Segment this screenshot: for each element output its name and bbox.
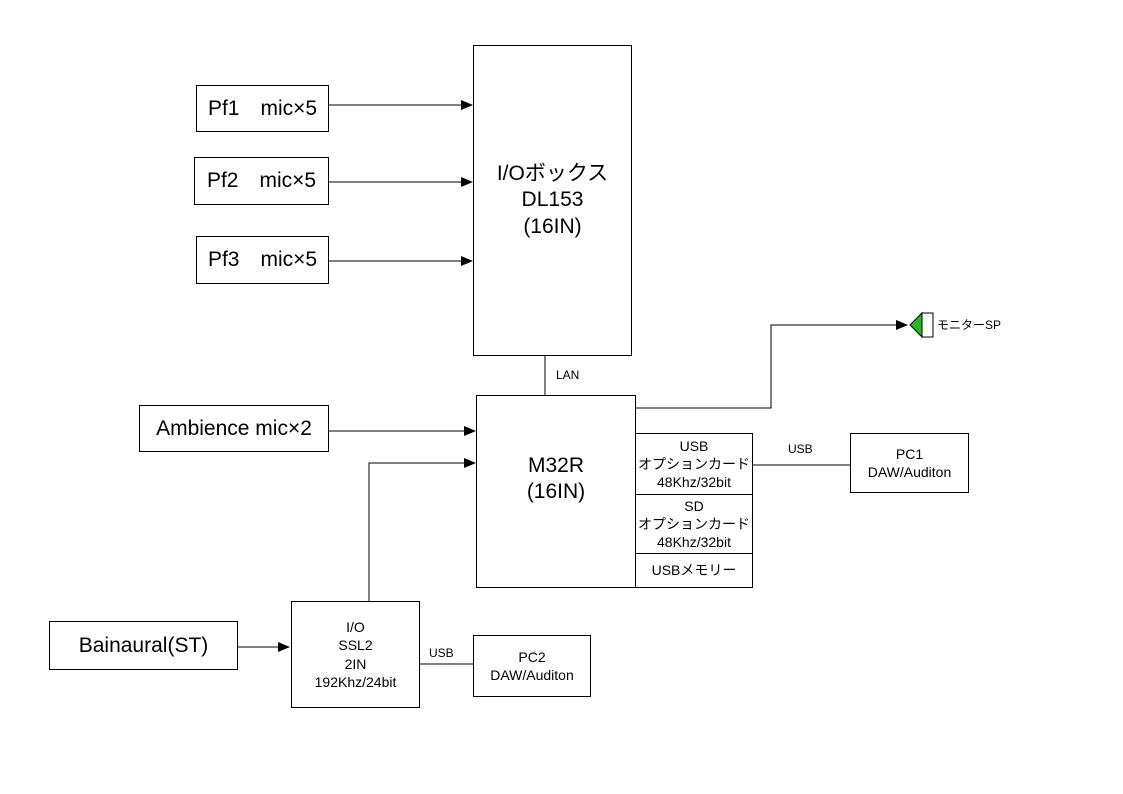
usb-memory-cell: USBメモリー — [635, 553, 753, 588]
pf1-mic-label: Pf1 mic×5 — [207, 96, 318, 120]
pf1-mic-box: Pf1 mic×5 — [196, 85, 329, 132]
pf3-mic-label: Pf3 mic×5 — [207, 248, 318, 272]
monitor-speaker-label: モニターSP — [937, 318, 1002, 332]
usb-link-pc2-label: USB — [429, 646, 454, 660]
mixer-inputs: (16IN) — [526, 480, 586, 504]
sd-option-card: SD オプションカード 48Khz/32bit — [635, 494, 753, 554]
pc2-title: PC2 — [518, 648, 546, 665]
ssl2-io-label: I/O — [346, 619, 365, 636]
usb-link-pc1-label: USB — [788, 442, 813, 456]
lan-link-label: LAN — [556, 368, 580, 382]
pf2-mic-label: Pf2 mic×5 — [206, 169, 317, 193]
pc2-software: DAW/Auditon — [490, 667, 574, 683]
arrow-ssl2-to-mixer — [368, 458, 476, 601]
pc1-software: DAW/Auditon — [867, 464, 952, 480]
usb-memory-label: USBメモリー — [651, 562, 737, 579]
io-box-inputs: (16IN) — [523, 214, 582, 238]
binaural-mic-label: Bainaural(ST) — [78, 633, 209, 657]
ambience-mic-label: Ambience mic×2 — [156, 416, 312, 440]
io-box-model: DL153 — [521, 188, 584, 212]
pf2-mic-box: Pf2 mic×5 — [194, 157, 329, 205]
pc1-title: PC1 — [895, 445, 924, 462]
mixer-m32r: M32R (16IN) — [476, 395, 636, 588]
ssl2-model: SSL2 — [338, 637, 373, 654]
sd-card-title: SD — [684, 497, 704, 514]
ssl2-inputs: 2IN — [344, 655, 367, 672]
pc1-box: PC1 DAW/Auditon — [850, 433, 969, 493]
binaural-mic-box: Bainaural(ST) — [49, 621, 238, 670]
usb-card-format: 48Khz/32bit — [657, 474, 731, 491]
ssl2-interface-box: I/O SSL2 2IN 192Khz/24bit — [291, 601, 420, 708]
ssl2-format: 192Khz/24bit — [314, 673, 397, 690]
ambience-mic-box: Ambience mic×2 — [139, 405, 329, 452]
io-box-title: I/Oボックス — [496, 162, 609, 186]
usb-option-card: USB オプションカード 48Khz/32bit — [635, 433, 753, 495]
sd-card-format: 48Khz/32bit — [657, 534, 731, 551]
io-box-dl153: I/Oボックス DL153 (16IN) — [473, 45, 632, 356]
speaker-icon — [909, 311, 934, 339]
usb-card-title: USB — [679, 437, 709, 454]
mixer-model: M32R — [527, 454, 585, 477]
pf3-mic-box: Pf3 mic×5 — [196, 236, 329, 284]
pc2-box: PC2 DAW/Auditon — [473, 635, 591, 697]
usb-card-type: オプションカード — [638, 455, 750, 472]
sd-card-type: オプションカード — [638, 515, 750, 532]
arrow-mixer-to-monitor — [635, 320, 908, 409]
